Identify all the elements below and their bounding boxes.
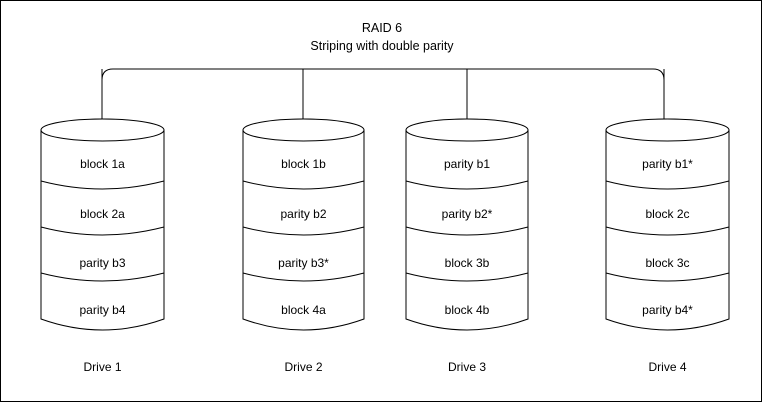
drive-2-cell-4: block 4a (281, 303, 326, 317)
drive-3-label: Drive 3 (448, 360, 486, 374)
drive-2-cell-2: parity b2 (280, 207, 326, 221)
drive-3-body (405, 118, 529, 331)
drive-2: block 1b parity b2 parity b3* block 4a D… (242, 118, 365, 374)
drive-2-divider-3 (242, 272, 365, 282)
drive-1-body (40, 118, 165, 331)
drive-3-divider-1 (405, 180, 529, 190)
diagram-title-line1: RAID 6 (362, 21, 402, 35)
drive-4: parity b1* block 2c block 3c parity b4* … (605, 118, 730, 374)
drive-3-cell-3: block 3b (445, 256, 490, 270)
drive-1-top-ellipse (40, 118, 165, 142)
drive-4-body (605, 118, 730, 331)
drive-4-label: Drive 4 (648, 360, 686, 374)
drive-2-cell-1: block 1b (281, 157, 326, 171)
drive-2-cell-3: parity b3* (278, 256, 329, 270)
drive-3-cell-4: block 4b (445, 303, 490, 317)
drive-1-cell-3: parity b3 (79, 256, 125, 270)
drive-4-cell-1: parity b1* (642, 157, 693, 171)
drive-1-cell-1: block 1a (80, 157, 125, 171)
drive-1-divider-1 (40, 180, 165, 190)
drive-1-cell-2: block 2a (80, 207, 125, 221)
drive-4-cell-3: block 3c (645, 256, 689, 270)
drive-3: parity b1 parity b2* block 3b block 4b D… (405, 118, 529, 374)
drive-2-label: Drive 2 (284, 360, 322, 374)
diagram-title-line2: Striping with double parity (310, 39, 454, 53)
drive-2-divider-1 (242, 180, 365, 190)
drive-4-divider-3 (605, 272, 730, 282)
bus-bracket (101, 68, 665, 119)
drive-3-cell-1: parity b1 (444, 157, 490, 171)
drive-3-cell-2: parity b2* (442, 207, 493, 221)
drive-2-body (242, 118, 365, 331)
drive-1-divider-3 (40, 272, 165, 282)
drive-1-cell-4: parity b4 (79, 303, 125, 317)
drive-2-top-ellipse (242, 118, 365, 142)
drive-1-label: Drive 1 (83, 360, 121, 374)
drive-3-divider-2 (405, 226, 529, 236)
drive-4-divider-2 (605, 226, 730, 236)
drive-1: block 1a block 2a parity b3 parity b4 Dr… (40, 118, 165, 374)
drive-4-cell-2: block 2c (645, 207, 689, 221)
drive-1-divider-2 (40, 226, 165, 236)
drive-3-divider-3 (405, 272, 529, 282)
drive-3-top-ellipse (405, 118, 529, 142)
drive-4-cell-4: parity b4* (642, 303, 693, 317)
drive-4-top-ellipse (605, 118, 730, 142)
drive-4-divider-1 (605, 180, 730, 190)
drive-2-divider-2 (242, 226, 365, 236)
